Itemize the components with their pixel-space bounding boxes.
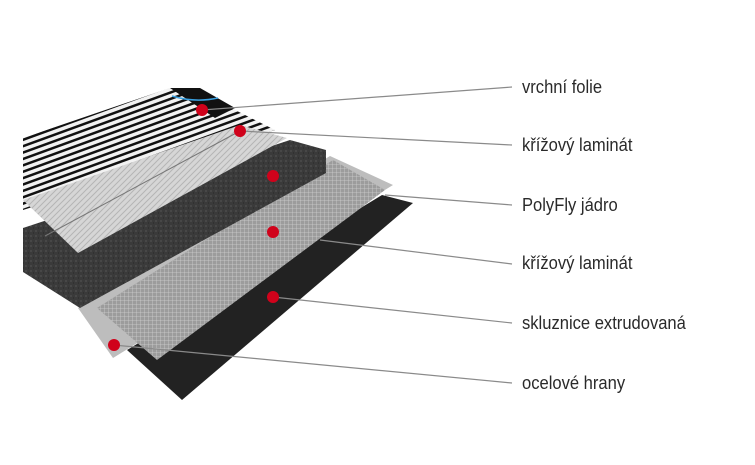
marker-dot [234, 125, 246, 137]
leader-lines [113, 86, 513, 384]
marker-dot [267, 226, 279, 238]
core-front [23, 140, 326, 308]
label-base: skluznice extrudovaná [522, 313, 686, 333]
marker-dot [196, 104, 208, 116]
label-core: PolyFly jádro [522, 195, 618, 215]
topsheet-graphic [170, 88, 235, 118]
label-steel-edges: ocelové hrany [522, 373, 626, 393]
label-top-sheet: vrchní folie [522, 77, 603, 97]
label-upper-laminate: křížový laminát [522, 135, 633, 155]
marker-dot [267, 291, 279, 303]
marker-dot [108, 339, 120, 351]
upper-laminate-layer [23, 125, 287, 253]
label-lower-laminate: křížový laminát [522, 253, 633, 273]
lower-laminate-layer [97, 160, 385, 360]
marker-dot [267, 170, 279, 182]
